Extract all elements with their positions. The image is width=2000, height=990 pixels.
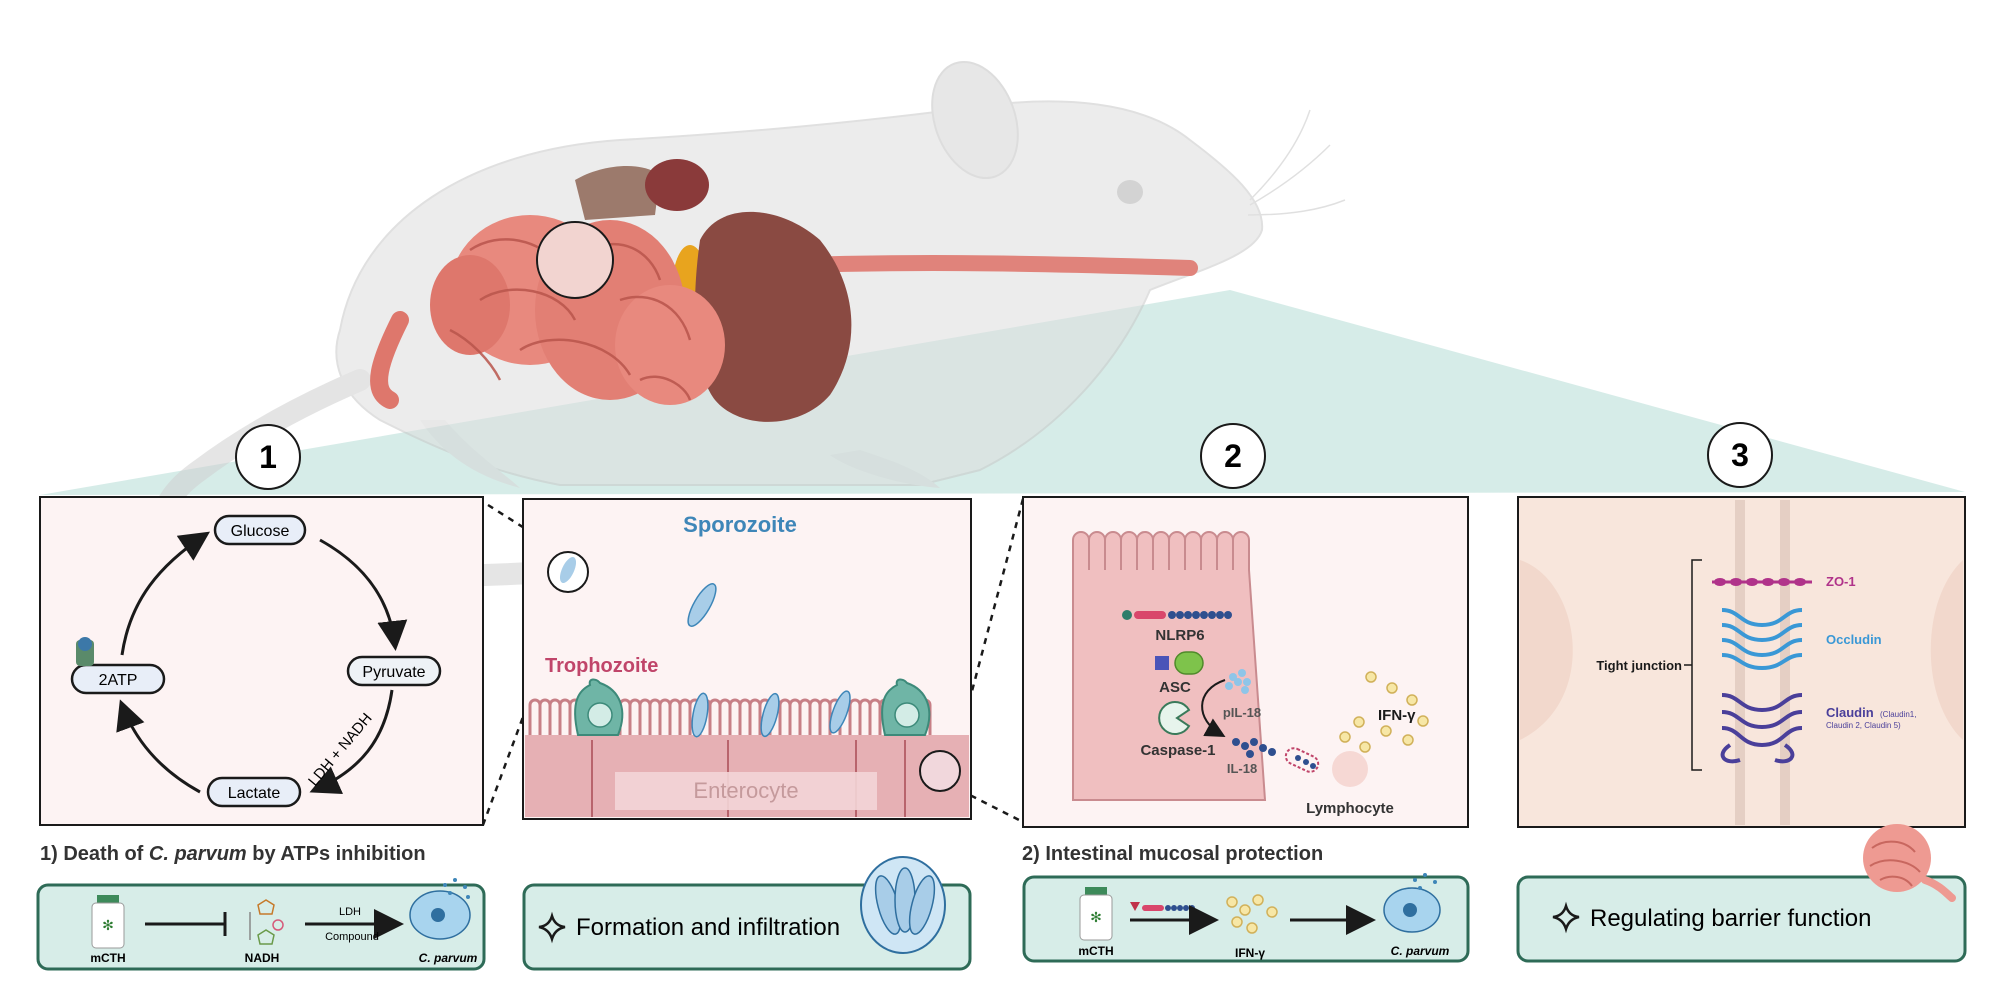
box-3-mechanism: ✻ mCTH IFN-γ C. parvum [1022,873,1470,963]
asc-label: ASC [1159,679,1191,696]
arrow-pyruvate-to-lactate [309,689,394,794]
claudin-protein [1720,693,1803,764]
box-3-ifng-label: IFN-γ [1235,946,1265,960]
svg-text:✻: ✻ [1090,909,1102,925]
zo-1-protein [1712,578,1812,586]
c-parvum-burst-icon [409,878,471,940]
cleavage-arrow [1201,679,1226,737]
arrow-atp-to-glucose [120,531,210,656]
box-3-target-label: C. parvum [1391,944,1450,958]
trophozoite-cells [574,678,931,736]
cell-zoom-circle [919,750,961,792]
lactate-label: Lactate [228,785,281,802]
c-parvum-burst-icon-2 [1383,873,1441,933]
box-1-ldh-label: LDH [339,906,361,918]
ifn-gamma-particles [1339,671,1429,753]
claudin-label: Claudin [1826,705,1874,720]
sporozoite-cells [687,583,851,738]
occludin-label: Occludin [1826,632,1882,647]
pil-18-label: pIL-18 [1223,705,1261,720]
nadh-molecule-icon [249,899,284,945]
asc-protein [1155,651,1204,675]
glucose-node [213,514,307,546]
sporozoite-label: Sporozoite [683,512,797,537]
mcth-bottle-icon: ✻ [91,895,125,949]
box-1-mechanism: ✻ mCTH NADH LDH Compound C. parvum [36,878,486,971]
sparkle-icon-2 [1552,901,1580,934]
nlrp6-label: NLRP6 [1155,627,1204,644]
caspase-1-label: Caspase-1 [1140,742,1215,759]
panel-infection: Enterocyte Sporozoite Trophozoite [522,498,972,820]
panel-2: 2 NLRP6 ASC Caspase-1 pIL-18 IL-18 [1022,423,1469,828]
ifn-gamma-label: IFN-γ [1378,707,1416,724]
panel-1: 1 Glucose Pyruvate Lactate 2ATP LDH + NA… [39,424,484,826]
il-18-cluster [1232,738,1276,758]
atp-synthase-icon [76,637,94,666]
enterocyte-label: Enterocyte [693,778,798,803]
svg-text:✻: ✻ [102,917,114,933]
box-3-mcth-label: mCTH [1078,944,1113,958]
mcth-bottle-icon-2: ✻ [1079,887,1113,941]
tight-junction-label: Tight junction [1596,658,1682,673]
box-4-label: Regulating barrier function [1590,905,1872,932]
box-1-mcth-label: mCTH [90,951,125,965]
lactate-node [206,776,302,808]
zo-1-label: ZO-1 [1826,574,1856,589]
pil-18-cluster [1225,669,1251,694]
caption-2: 2) Intestinal mucosal protection [1022,843,1323,865]
box-1-compound-label: Compound [325,931,379,943]
box-1-nadh-label: NADH [245,951,280,965]
panel-3: 3 Tight junction ZO-1 Occludin [1517,422,1966,828]
atp-node [70,663,166,695]
box-1-target-label: C. parvum [419,951,478,965]
parasite-cluster-icon [860,856,946,954]
il-18-label: IL-18 [1227,761,1257,776]
ifn-gamma-mini-icon [1226,894,1278,934]
lymphocyte-cell [1332,751,1368,787]
tight-junction-bracket [1684,559,1702,771]
caption-1: 1) Death of C. parvum by ATPs inhibition [40,843,426,865]
arrow-glucose-to-pyruvate [319,538,408,651]
box-4-barrier: Regulating barrier function [1516,824,1967,963]
intestine-mini-icon [1863,824,1956,902]
panel-2-number-badge [1200,423,1266,489]
intestine-illustration [370,159,1198,422]
box-2-label: Formation and infiltration [576,914,840,941]
panel-1-number-badge [235,424,301,490]
claudin-note-2: Claudin 2, Claudin 5) [1826,721,1901,730]
occludin-protein [1721,608,1803,671]
lymphocyte-label: Lymphocyte [1306,800,1394,817]
claudin-note-1: (Claudin1, [1880,710,1916,719]
nlrp6-protein [1122,610,1232,620]
panel-2-number: 2 [1224,438,1242,474]
panel-3-number-badge [1707,422,1773,488]
trophozoite-label: Trophozoite [545,655,658,677]
atp-label: 2ATP [99,672,138,689]
panel-3-number: 3 [1731,437,1749,473]
glucose-label: Glucose [231,523,290,540]
arrow-lactate-to-atp [116,699,201,794]
pyruvate-node [346,655,442,687]
sparkle-icon [538,911,566,944]
caspase-1-icon [1158,701,1191,735]
il-18-receptor [1284,747,1320,773]
panel-1-number: 1 [259,439,277,475]
pyruvate-label: Pyruvate [362,664,425,681]
box-2-formation: Formation and infiltration [522,856,972,971]
